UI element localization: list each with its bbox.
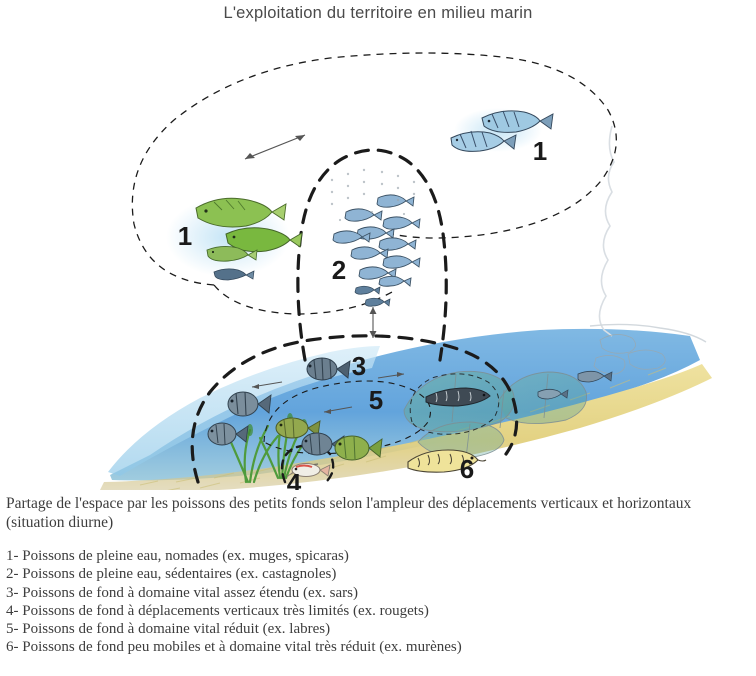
legend-number-4: 4-: [6, 602, 19, 619]
legend-item-5: 5- Poissons de fond à domaine vital rédu…: [6, 620, 606, 638]
fish-mullet-mid: [225, 227, 303, 253]
cliff-pencil-sketch: [598, 125, 615, 337]
fish-moray-zone6: [407, 449, 487, 473]
arrow-zone3-right: [377, 372, 405, 379]
fish-mullet-small: [206, 245, 258, 262]
zone-label-5: 5: [369, 385, 383, 415]
fish-labre-olive: [275, 417, 321, 439]
horizontal-arrow-zone1: [244, 134, 306, 160]
zone-3-outline: [190, 334, 519, 484]
arrow-zone5: [323, 406, 353, 414]
legend-text-4: Poissons de fond à déplacements verticau…: [22, 602, 429, 619]
fish-far-right-2: [537, 388, 569, 400]
school-fish: [378, 237, 417, 251]
legend-number-6: 6-: [6, 639, 19, 656]
fish-spicara-lower: [450, 130, 517, 152]
legend-text-5: Poissons de fond à domaine vital réduit …: [22, 621, 331, 638]
school-fish: [382, 216, 421, 230]
zone-6-outline: [409, 373, 500, 435]
sand-bottom: [100, 364, 712, 490]
school-fish: [332, 230, 371, 244]
school-fish-small: [364, 297, 391, 307]
legend-text-6: Poissons de fond peu mobiles et à domain…: [22, 639, 462, 656]
legend-number-1: 1-: [6, 548, 19, 564]
zone-label-6: 6: [460, 454, 474, 484]
fish-spicara-upper: [481, 110, 554, 133]
zone-number-labels: 1 1 2 3 4 5 6: [178, 136, 547, 490]
movement-arrows: [244, 134, 405, 468]
school-fish: [376, 194, 415, 208]
legend-number-3: 3-: [6, 584, 19, 601]
legend-number-5: 5-: [6, 621, 19, 638]
legend-item-6: 6- Poissons de fond peu mobiles et à dom…: [6, 638, 606, 656]
zone-label-1-right: 1: [533, 136, 547, 166]
school-fish-small: [354, 285, 381, 295]
school-fish: [350, 246, 389, 260]
caption-line-1: Partage de l'espace par les poissons des…: [6, 495, 692, 512]
rock-ledge-sketch: [589, 323, 707, 343]
fish-labre-green: [334, 435, 383, 461]
fish-sar-upper: [306, 357, 351, 381]
school-fish: [378, 275, 412, 287]
fish-rouget-zone4: [286, 463, 331, 478]
fish-sar-lower-left: [207, 422, 249, 446]
marine-territory-diagram: 1 1 2 3 4 5 6: [0, 30, 756, 490]
school-fish: [382, 255, 421, 269]
fish-group-zone1-left: [195, 197, 303, 281]
zone-2-outline: [296, 148, 448, 362]
legend-list: 1- Poissons de pleine eau, nomades (ex. …: [6, 547, 606, 657]
arrow-zone3-left: [251, 381, 283, 389]
fish-moray-zone6-upper: [425, 387, 491, 407]
fish-sar-left: [227, 391, 272, 417]
legend-item-2: 2- Poissons de pleine eau, sédentaires (…: [6, 565, 606, 583]
zone-label-1-left: 1: [178, 221, 192, 251]
legend-text-3: Poissons de fond à domaine vital assez é…: [22, 584, 358, 601]
figure-caption: Partage de l'espace par les poissons des…: [6, 494, 754, 532]
zone-label-3: 3: [352, 351, 366, 381]
fish-mullet-large: [195, 197, 287, 228]
legend-item-3: 3- Poissons de fond à domaine vital asse…: [6, 584, 606, 602]
fish-school-zone2: [330, 168, 421, 307]
zone-label-2: 2: [332, 255, 346, 285]
legend-item-1: 1- Poissons de pleine eau, nomades (ex. …: [6, 547, 606, 565]
legend-item-4: 4- Poissons de fond à déplacements verti…: [6, 602, 606, 620]
page-title: L'exploitation du territoire en milieu m…: [223, 4, 533, 22]
rock-outcrops: [403, 125, 707, 459]
school-fish: [358, 266, 397, 280]
fish-group-bottom: [207, 357, 383, 461]
zone-label-4: 4: [287, 468, 302, 490]
legend-number-2: 2-: [6, 566, 19, 583]
bubble-stipple: [330, 168, 416, 222]
fish-small-dark: [213, 268, 255, 281]
legend-text-1: Poissons de pleine eau, nomades (ex. mug…: [22, 548, 349, 564]
shallow-water-wash: [108, 346, 380, 476]
fish-group-zone1-right: [450, 110, 554, 152]
school-fish: [344, 208, 383, 222]
legend-text-2: Poissons de pleine eau, sédentaires (ex.…: [22, 566, 337, 583]
fish-far-right: [577, 370, 613, 383]
deep-water-wash: [110, 328, 700, 481]
seafloor-scene: [100, 108, 712, 490]
caption-line-2: (situation diurne): [6, 514, 114, 531]
vertical-arrow-zone2: [369, 307, 377, 338]
